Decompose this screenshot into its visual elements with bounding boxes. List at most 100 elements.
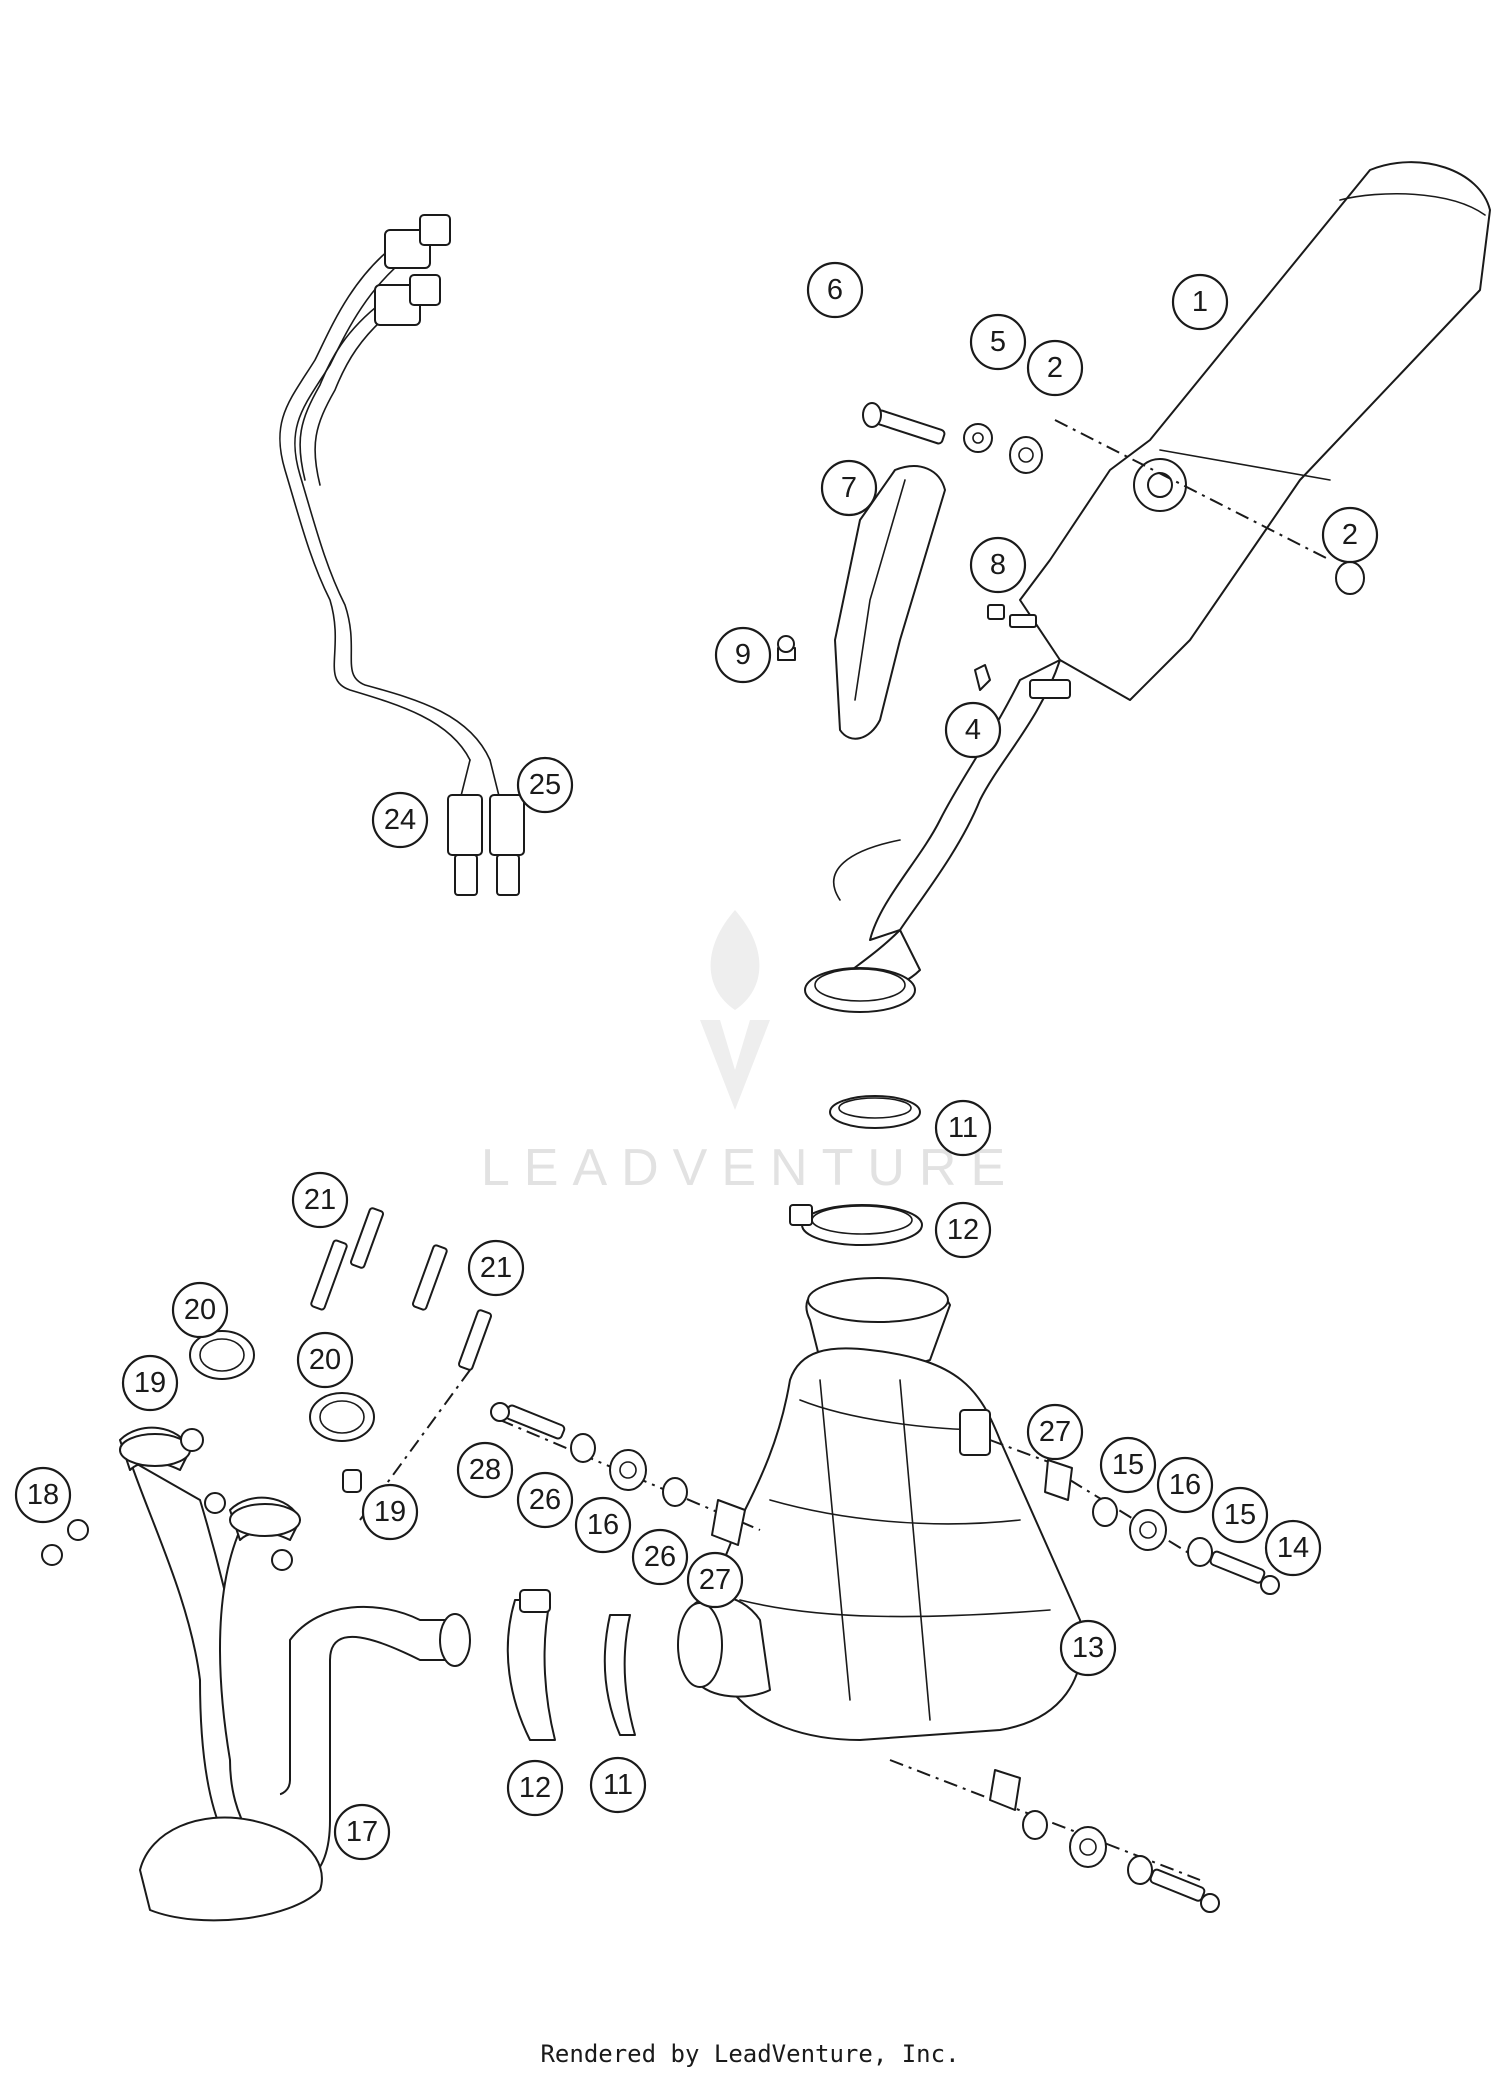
callout-21-b: 21 xyxy=(467,1239,525,1297)
svg-text:2: 2 xyxy=(1047,352,1063,384)
callout-18: 18 xyxy=(14,1466,72,1524)
callout-11-top: 11 xyxy=(934,1099,992,1157)
callout-14: 14 xyxy=(1264,1519,1322,1577)
svg-text:18: 18 xyxy=(27,1479,59,1511)
muffler-body-icon xyxy=(1019,161,1491,701)
rubber-16-b-icon xyxy=(1129,1509,1167,1551)
gasket-11-lower-icon xyxy=(603,1614,636,1736)
clamp-12-lower-icon xyxy=(506,1599,556,1741)
o2-sensor-25-icon xyxy=(489,794,525,856)
watermark: LEADVENTURE xyxy=(481,910,1005,1197)
callout-12-top: 12 xyxy=(934,1201,992,1259)
watermark-flame-icon xyxy=(710,910,760,1010)
svg-text:19: 19 xyxy=(134,1367,166,1399)
callout-16-a: 16 xyxy=(574,1496,632,1554)
svg-text:20: 20 xyxy=(184,1294,216,1326)
svg-text:4: 4 xyxy=(965,714,981,746)
washer-5-icon xyxy=(963,423,993,453)
svg-text:16: 16 xyxy=(1169,1469,1201,1501)
svg-text:12: 12 xyxy=(947,1214,979,1246)
connector-upper-icon xyxy=(384,229,431,269)
svg-text:19: 19 xyxy=(374,1496,406,1528)
callout-26-a: 26 xyxy=(516,1471,574,1529)
callout-21-a: 21 xyxy=(291,1171,349,1229)
bushing-2-front-icon xyxy=(1009,436,1043,474)
washer-26-b-icon xyxy=(662,1477,688,1507)
nut-19-a-icon xyxy=(180,1428,204,1452)
heat-shield-7-icon xyxy=(834,465,946,740)
svg-text:15: 15 xyxy=(1224,1499,1256,1531)
washer-15-b-icon xyxy=(1187,1537,1213,1567)
callouts: 1 2 2 4 5 6 7 8 9 11 11 12 12 13 14 15 1… xyxy=(14,261,1379,1861)
svg-text:28: 28 xyxy=(469,1454,501,1486)
callout-20-a: 20 xyxy=(171,1281,229,1339)
callout-24: 24 xyxy=(371,791,429,849)
callout-8: 8 xyxy=(969,536,1027,594)
pre-muffler-inlet-icon xyxy=(677,1602,723,1688)
bolt-6-icon xyxy=(874,409,946,445)
svg-text:21: 21 xyxy=(480,1252,512,1284)
muffler-mount-hardware xyxy=(862,402,1365,595)
stud-21-a-icon xyxy=(310,1239,348,1311)
washer-26-a-icon xyxy=(570,1433,596,1463)
callout-2-rear: 2 xyxy=(1321,506,1379,564)
callout-25: 25 xyxy=(516,756,574,814)
svg-text:27: 27 xyxy=(1039,1416,1071,1448)
washer-15-a-icon xyxy=(1092,1497,1118,1527)
callout-6: 6 xyxy=(806,261,864,319)
nut-19-b-icon xyxy=(342,1469,362,1493)
callout-13: 13 xyxy=(1059,1619,1117,1677)
speed-nut-27-a-icon xyxy=(711,1499,746,1546)
header-pipes-assembly xyxy=(119,1426,471,1922)
svg-text:5: 5 xyxy=(990,326,1006,358)
svg-text:9: 9 xyxy=(735,639,751,671)
callout-11-lower: 11 xyxy=(589,1756,647,1814)
svg-text:21: 21 xyxy=(304,1184,336,1216)
nut-18-a-icon xyxy=(41,1544,63,1566)
footer-credit: Rendered by LeadVenture, Inc. xyxy=(540,2040,960,2068)
callout-15-b: 15 xyxy=(1211,1486,1269,1544)
pre-muffler-upper-hardware xyxy=(490,1402,1280,1595)
stud-21-b-icon xyxy=(411,1244,448,1311)
svg-text:11: 11 xyxy=(603,1769,633,1801)
callout-1: 1 xyxy=(1171,273,1229,331)
svg-text:16: 16 xyxy=(587,1509,619,1541)
gasket-20-b-icon xyxy=(309,1392,375,1442)
callout-17: 17 xyxy=(333,1803,391,1861)
svg-text:13: 13 xyxy=(1072,1632,1104,1664)
link-pipe-icon xyxy=(869,659,1061,941)
svg-text:2: 2 xyxy=(1342,519,1358,551)
svg-text:15: 15 xyxy=(1112,1449,1144,1481)
callout-5: 5 xyxy=(969,313,1027,371)
o2-sensor-24-icon xyxy=(447,794,483,856)
svg-text:7: 7 xyxy=(841,472,857,504)
callout-7: 7 xyxy=(820,459,878,517)
svg-text:14: 14 xyxy=(1277,1532,1309,1564)
svg-text:20: 20 xyxy=(309,1344,341,1376)
pre-muffler-assembly xyxy=(677,1277,1083,1741)
link-pipe-seal xyxy=(789,1095,923,1246)
svg-text:25: 25 xyxy=(529,769,561,801)
callout-26-b: 26 xyxy=(631,1528,689,1586)
header-joint-seal xyxy=(506,1589,636,1741)
callout-16-b: 16 xyxy=(1156,1456,1214,1514)
nut-18-b-icon xyxy=(67,1519,89,1541)
svg-text:1: 1 xyxy=(1192,286,1208,318)
callout-20-b: 20 xyxy=(296,1331,354,1389)
callout-4: 4 xyxy=(944,701,1002,759)
clip-8-icon xyxy=(987,604,1005,620)
header-fasteners xyxy=(41,1207,492,1571)
svg-text:24: 24 xyxy=(384,804,416,836)
rear-muffler-assembly xyxy=(804,161,1491,1013)
svg-text:6: 6 xyxy=(827,274,843,306)
link-pipe-outlet-icon xyxy=(804,967,916,1013)
callout-9: 9 xyxy=(714,626,772,684)
svg-text:26: 26 xyxy=(529,1484,561,1516)
svg-text:12: 12 xyxy=(519,1772,551,1804)
gasket-11-top-icon xyxy=(829,1095,921,1129)
bolt-14-icon xyxy=(1209,1550,1266,1584)
gasket-20-a-icon xyxy=(189,1330,255,1380)
callout-27-b: 27 xyxy=(1026,1403,1084,1461)
